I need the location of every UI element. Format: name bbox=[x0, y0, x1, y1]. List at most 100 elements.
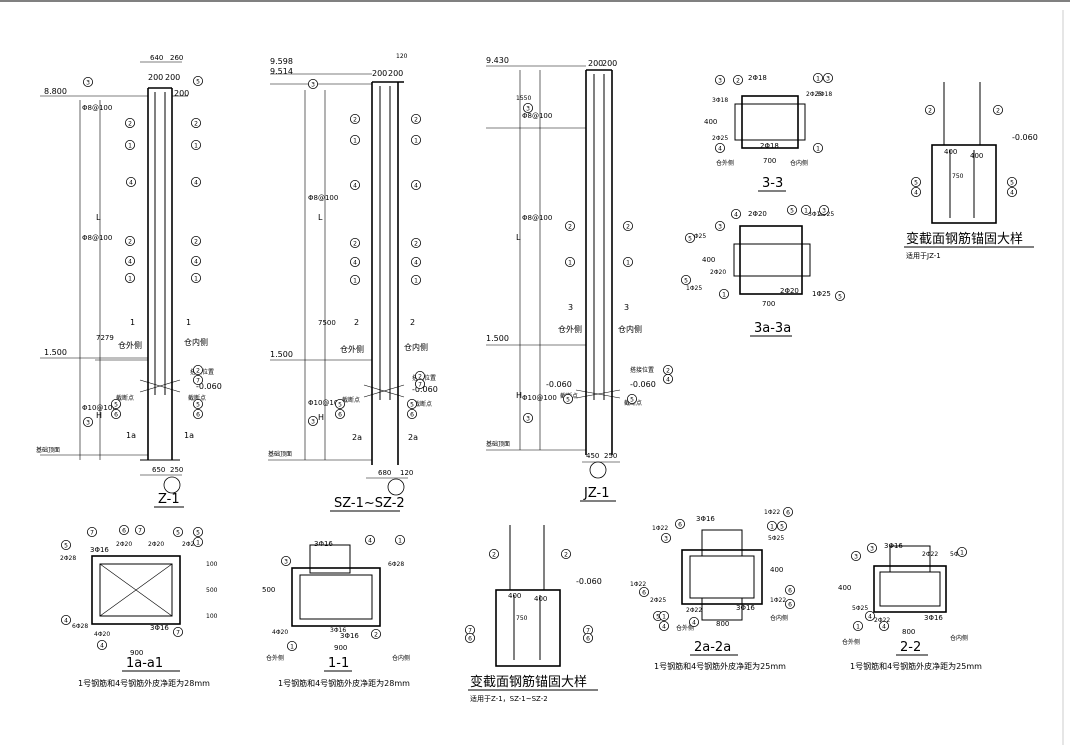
section-note: 1号钢筋和4号钢筋外皮净距为28mm bbox=[278, 678, 410, 688]
rebar-number-bubble bbox=[853, 621, 864, 632]
rebar-number-bubble bbox=[83, 416, 94, 427]
rebar-number-bubble bbox=[464, 633, 475, 644]
dim-text: 100 bbox=[206, 561, 218, 568]
rebar-number: 7 bbox=[418, 381, 422, 388]
rebar-number-bubble bbox=[783, 506, 794, 517]
rebar-number-bubble bbox=[97, 640, 108, 651]
rebar-number-bubble bbox=[349, 256, 360, 267]
dim-text: 400 bbox=[838, 584, 851, 592]
rebar-label: 2Φ25 bbox=[650, 597, 666, 604]
dim-text: 260 bbox=[170, 54, 183, 62]
rebar-number: 3 bbox=[718, 77, 722, 84]
rebar-number: 6 bbox=[642, 589, 646, 596]
detail-subtitle: 适用于JZ-1 bbox=[906, 251, 941, 260]
rebar-number-bubble bbox=[87, 527, 98, 538]
rebar-number: 4 bbox=[368, 537, 372, 544]
section-mark: 3 bbox=[568, 303, 573, 312]
section-mark: 1a bbox=[184, 431, 194, 440]
section-mark: 2 bbox=[410, 318, 415, 327]
rebar-label: 2Φ25 bbox=[806, 91, 822, 98]
dim-text: 750 bbox=[516, 615, 528, 622]
rebar-number-bubble bbox=[523, 103, 534, 114]
rebar-number: 5 bbox=[838, 293, 842, 300]
z1-elevation: 8.800 1.500 基础顶面 -0.060 640 260 200 200 … bbox=[36, 54, 222, 508]
rebar-number: 4 bbox=[128, 258, 132, 265]
elevation-label: 8.800 bbox=[44, 87, 67, 96]
elevation-label: -0.060 bbox=[412, 385, 438, 394]
rebar-number-bubble bbox=[172, 627, 183, 638]
rebar-number: 4 bbox=[353, 182, 357, 189]
rebar-number: 1 bbox=[662, 613, 666, 620]
cut-label: 截断点 bbox=[116, 394, 134, 402]
stirrup-label: Φ8@100 bbox=[82, 234, 112, 242]
rebar-label: 1Φ22 bbox=[652, 525, 668, 532]
rebar-number: 1 bbox=[194, 275, 198, 282]
rebar-number-bubble bbox=[801, 204, 812, 215]
rebar-number: 1 bbox=[960, 549, 964, 556]
rebar-number: 4 bbox=[692, 619, 696, 626]
rebar-label: 5Φ25 bbox=[768, 535, 784, 542]
dim-text: 400 bbox=[970, 152, 983, 160]
section-flange bbox=[734, 103, 806, 141]
side-label: 仓外侧 bbox=[266, 654, 284, 662]
stirrup-label: Φ8@100 bbox=[522, 214, 552, 222]
length-label: 7279 bbox=[96, 334, 114, 342]
rebar-number: 5 bbox=[656, 613, 660, 620]
rebar-number: 3 bbox=[526, 415, 530, 422]
section-mark: 2 bbox=[354, 318, 359, 327]
rebar-number: 5 bbox=[176, 529, 180, 536]
side-label: 仓外侧 bbox=[676, 624, 694, 632]
jz1-elevation: 9.430 1.500 基础顶面 -0.060 -0.060 200 200 4… bbox=[486, 56, 656, 502]
rebar-number: 4 bbox=[100, 642, 104, 649]
rebar-number-bubble bbox=[715, 220, 726, 231]
dim-text: 400 bbox=[770, 566, 783, 574]
rebar-number-bubble bbox=[561, 549, 572, 560]
sz-elevation: 9.598 9.514 1.500 基础顶面 -0.060 120 200 20… bbox=[268, 53, 438, 512]
rebar-number-bubble bbox=[681, 274, 692, 285]
rebar-number: 4 bbox=[64, 617, 68, 624]
cut-label: 截断点 bbox=[342, 396, 360, 404]
rebar-number: 1 bbox=[128, 275, 132, 282]
section-2a-2a: 3Φ16 1Φ22 1Φ22 3Φ16 5Φ25 1Φ22 2Φ25 2Φ22 … bbox=[630, 509, 788, 671]
rebar-number-bubble bbox=[583, 633, 594, 644]
rebar-number: 5 bbox=[114, 401, 118, 408]
detail-subtitle: 适用于Z-1，SZ-1~SZ-2 bbox=[470, 694, 548, 703]
rebar-number: 4 bbox=[129, 179, 133, 186]
rebar-number: 2 bbox=[353, 116, 357, 123]
rebar-number: 5 bbox=[566, 396, 570, 403]
rebar-label: 4Φ20 bbox=[272, 629, 288, 636]
length-label: L bbox=[96, 213, 101, 222]
stirrup-label: Φ8@100 bbox=[82, 104, 112, 112]
rebar-number: 4 bbox=[914, 189, 918, 196]
section-mark: 2a bbox=[408, 433, 418, 442]
rebar-number-bubble bbox=[719, 288, 730, 299]
rebar-number-bubble bbox=[364, 535, 375, 546]
rebar-number-bubble bbox=[785, 585, 796, 596]
rebar-number: 1 bbox=[353, 277, 357, 284]
rebar-number: 6 bbox=[122, 527, 126, 534]
section-outline bbox=[873, 565, 947, 613]
rebar-number-bubble bbox=[126, 176, 137, 187]
rebar-number-bubble bbox=[406, 398, 417, 409]
side-label: 仓内侧 bbox=[950, 634, 968, 642]
rebar-number: 7 bbox=[196, 377, 200, 384]
rebar-label: 5Φ25 bbox=[852, 605, 868, 612]
rebar-number-bubble bbox=[190, 139, 201, 150]
rebar-number: 6 bbox=[788, 601, 792, 608]
rebar-label: 3Φ18 bbox=[712, 97, 728, 104]
rebar-label: 1Φ25 bbox=[686, 285, 702, 292]
rebar-number: 2 bbox=[194, 120, 198, 127]
section-title: 2a-2a bbox=[694, 640, 731, 655]
dim-text: 400 bbox=[704, 118, 717, 126]
rebar-number: 2 bbox=[928, 107, 932, 114]
rebar-number-bubble bbox=[787, 204, 798, 215]
rebar-number-bubble bbox=[125, 118, 136, 129]
rebar-number-bubble bbox=[563, 393, 574, 404]
dim-text: 900 bbox=[130, 649, 143, 657]
rebar-number: 1 bbox=[196, 539, 200, 546]
rebar-number-bubble bbox=[349, 179, 360, 190]
rebar-number-bubble bbox=[349, 114, 360, 125]
section-flange bbox=[701, 529, 743, 557]
section-3a-3a: 2Φ20 1Φ25 2Φ20 1Φ25 3Φ18 2Φ25 2Φ20 1Φ25 … bbox=[686, 210, 834, 337]
